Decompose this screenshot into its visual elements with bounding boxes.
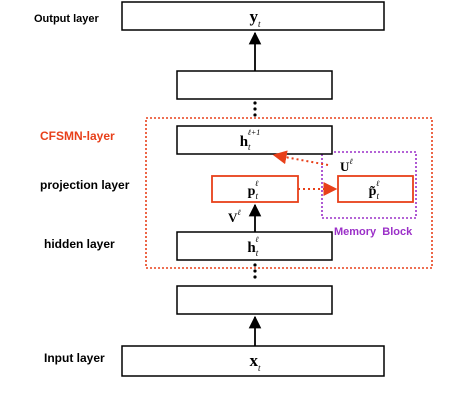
output-box: [121, 1, 385, 31]
ellipsis-upper: [253, 101, 257, 117]
p-tilde-node-label: p̃tℓ: [369, 179, 380, 201]
upper-hidden-box: [176, 70, 333, 100]
input-box: [121, 345, 385, 377]
h-next-box: [176, 125, 333, 155]
output-node-label: yt: [249, 7, 261, 29]
memory-block-label: Memory Block: [334, 226, 413, 238]
input-node-label: xt: [249, 351, 261, 373]
projection-layer-label: projection layer: [40, 178, 130, 192]
v-weight-label: Vℓ: [228, 208, 241, 225]
hidden-layer-label: hidden layer: [44, 237, 115, 251]
p-node-label: ptℓ: [248, 179, 259, 201]
output-layer-label: Output layer: [34, 13, 100, 25]
h-node-label: htℓ: [247, 235, 259, 258]
input-layer-label: Input layer: [44, 351, 105, 365]
cfsmn-region: [145, 117, 433, 269]
memory-box: [337, 175, 414, 203]
u-weight-label: Uℓ: [340, 157, 353, 174]
h-next-node-label: htℓ+1: [240, 128, 261, 152]
cfsmn-layer-label: CFSMN-layer: [40, 129, 115, 143]
arrow-memory-to-h-next: [272, 150, 329, 166]
lower-hidden-box: [176, 285, 333, 315]
ellipsis-lower: [253, 263, 257, 279]
